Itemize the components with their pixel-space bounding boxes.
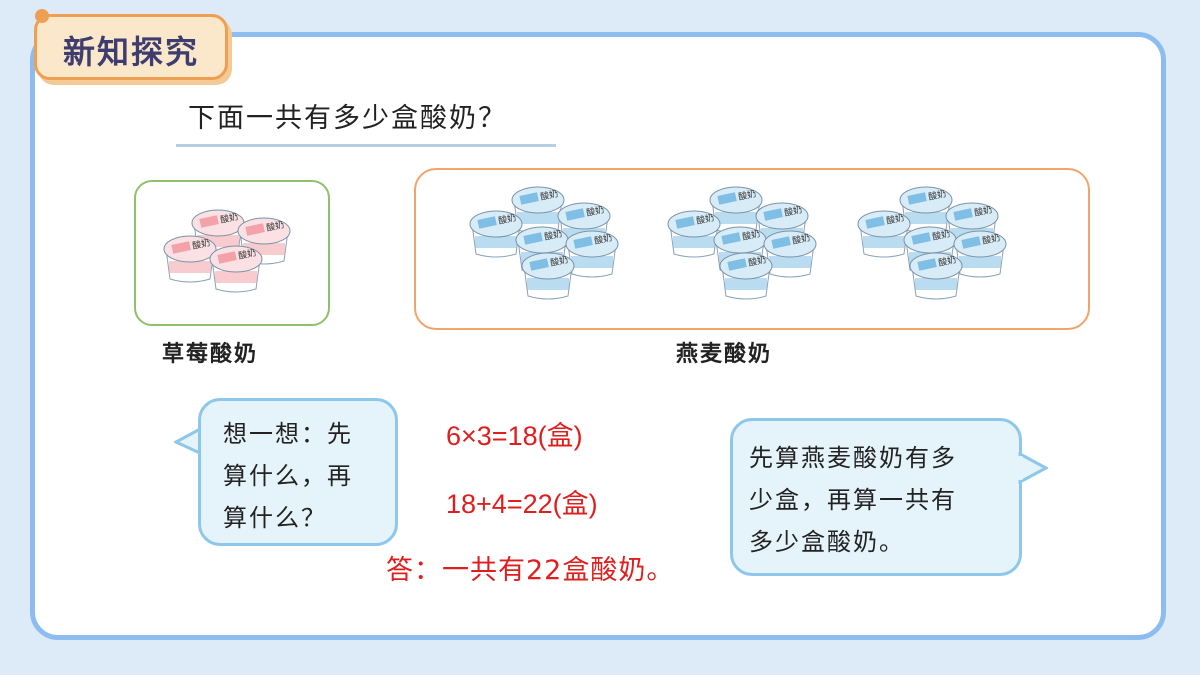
svg-text:酸奶: 酸奶 [265,218,285,233]
yogurt-carton: 酸奶 [209,245,263,293]
yogurt-carton: 酸奶 [719,252,773,300]
oat-label: 燕麦酸奶 [676,342,773,367]
yogurt-carton: 酸奶 [909,252,963,300]
oat-yogurt-group-1: 酸奶酸奶酸奶酸奶酸奶酸奶 [464,186,644,316]
svg-text:酸奶: 酸奶 [585,203,605,218]
yogurt-carton: 酸奶 [191,209,245,257]
hint-line: 多少盒酸奶。 [749,528,905,556]
svg-text:酸奶: 酸奶 [593,231,613,246]
question-text: 下面一共有多少盒酸奶？ [188,103,507,134]
equation-2: 18+4=22(盒) [446,489,598,519]
yogurt-cluster-graphic: 酸奶酸奶酸奶酸奶酸奶酸奶 [857,186,1007,300]
oat-yogurt-box [414,168,1090,330]
svg-text:酸奶: 酸奶 [549,253,569,268]
answer-text: 答：一共有22盒酸奶。 [386,555,675,586]
svg-text:酸奶: 酸奶 [219,210,239,225]
section-tag-label: 新知探究 [62,33,199,71]
hint-bubble-tail [1017,452,1048,484]
think-line: 算什么，再 [223,462,353,490]
svg-text:酸奶: 酸奶 [791,231,811,246]
yogurt-carton: 酸奶 [163,235,217,283]
svg-text:酸奶: 酸奶 [973,203,993,218]
think-bubble: 想一想：先 算什么，再 算什么？ [198,398,398,546]
svg-text:酸奶: 酸奶 [497,211,517,226]
svg-text:酸奶: 酸奶 [539,187,559,202]
section-tag: 新知探究 [34,9,228,80]
strawberry-yogurt-box [134,180,330,326]
oat-yogurt-group-2: 酸奶酸奶酸奶酸奶酸奶酸奶 [662,186,842,316]
strawberry-yogurt-cluster: 酸奶酸奶酸奶酸奶 [158,205,308,315]
svg-text:酸奶: 酸奶 [191,236,211,251]
equation-1: 6×3=18(盒) [446,421,583,451]
yogurt-carton: 酸奶 [511,186,565,234]
think-line: 算什么？ [223,504,327,532]
svg-text:酸奶: 酸奶 [937,253,957,268]
svg-text:酸奶: 酸奶 [747,253,767,268]
yogurt-cluster-graphic: 酸奶酸奶酸奶酸奶酸奶酸奶 [469,186,619,300]
yogurt-carton: 酸奶 [565,230,619,278]
hint-bubble: 先算燕麦酸奶有多 少盒，再算一共有 多少盒酸奶。 [730,418,1022,576]
svg-text:酸奶: 酸奶 [737,187,757,202]
yogurt-carton: 酸奶 [521,252,575,300]
yogurt-carton: 酸奶 [667,210,721,258]
svg-text:酸奶: 酸奶 [931,227,951,242]
svg-text:酸奶: 酸奶 [981,231,1001,246]
yogurt-carton: 酸奶 [763,230,817,278]
yogurt-carton: 酸奶 [953,230,1007,278]
yogurt-carton: 酸奶 [469,210,523,258]
svg-text:酸奶: 酸奶 [543,227,563,242]
svg-text:酸奶: 酸奶 [783,203,803,218]
question-underline [176,144,556,147]
strawberry-label: 草莓酸奶 [162,342,259,367]
svg-text:酸奶: 酸奶 [885,211,905,226]
hint-line: 先算燕麦酸奶有多 [749,444,957,472]
yogurt-carton: 酸奶 [709,186,763,234]
svg-text:酸奶: 酸奶 [695,211,715,226]
svg-text:酸奶: 酸奶 [741,227,761,242]
svg-text:酸奶: 酸奶 [237,246,257,261]
svg-text:酸奶: 酸奶 [927,187,947,202]
yogurt-cluster-graphic: 酸奶酸奶酸奶酸奶酸奶酸奶 [667,186,817,300]
oat-yogurt-group-3: 酸奶酸奶酸奶酸奶酸奶酸奶 [852,186,1032,316]
yogurt-carton: 酸奶 [899,186,953,234]
think-line: 想一想：先 [223,420,353,448]
hint-line: 少盒，再算一共有 [749,486,957,514]
yogurt-carton: 酸奶 [857,210,911,258]
